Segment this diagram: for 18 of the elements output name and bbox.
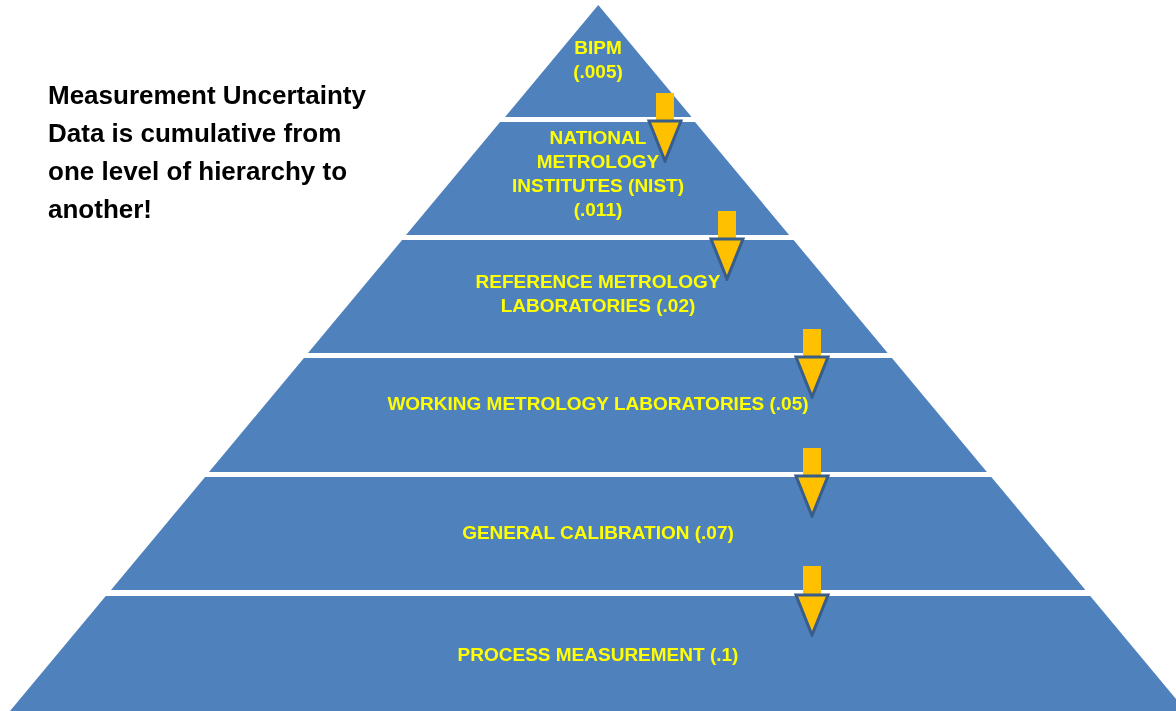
level-label: GENERAL CALIBRATION (.07) xyxy=(461,521,735,545)
pyramid-level-band xyxy=(209,358,987,472)
level-label: WORKING METROLOGY LABORATORIES (.05) xyxy=(386,392,810,416)
level-label: PROCESS MEASUREMENT (.1) xyxy=(456,643,740,667)
level-label: NATIONAL METROLOGY INSTITUTES (NIST) (.011) xyxy=(510,126,685,222)
pyramid-level-band xyxy=(406,122,790,235)
pyramid-top-triangle xyxy=(504,5,692,117)
down-arrow xyxy=(794,329,830,399)
down-arrow xyxy=(647,93,683,163)
pyramid-level-band xyxy=(308,240,888,353)
down-arrow xyxy=(794,448,830,518)
pyramid-level-band xyxy=(10,596,1176,711)
down-arrow xyxy=(794,566,830,637)
level-label: REFERENCE METROLOGY LABORATORIES (.02) xyxy=(474,270,722,318)
down-arrow xyxy=(709,211,745,281)
note-text: Measurement Uncertainty Data is cumulative from one level of hierarchy to another! xyxy=(48,79,367,226)
pyramid-level-band xyxy=(110,477,1086,590)
level-label: BIPM (.005) xyxy=(572,36,624,84)
